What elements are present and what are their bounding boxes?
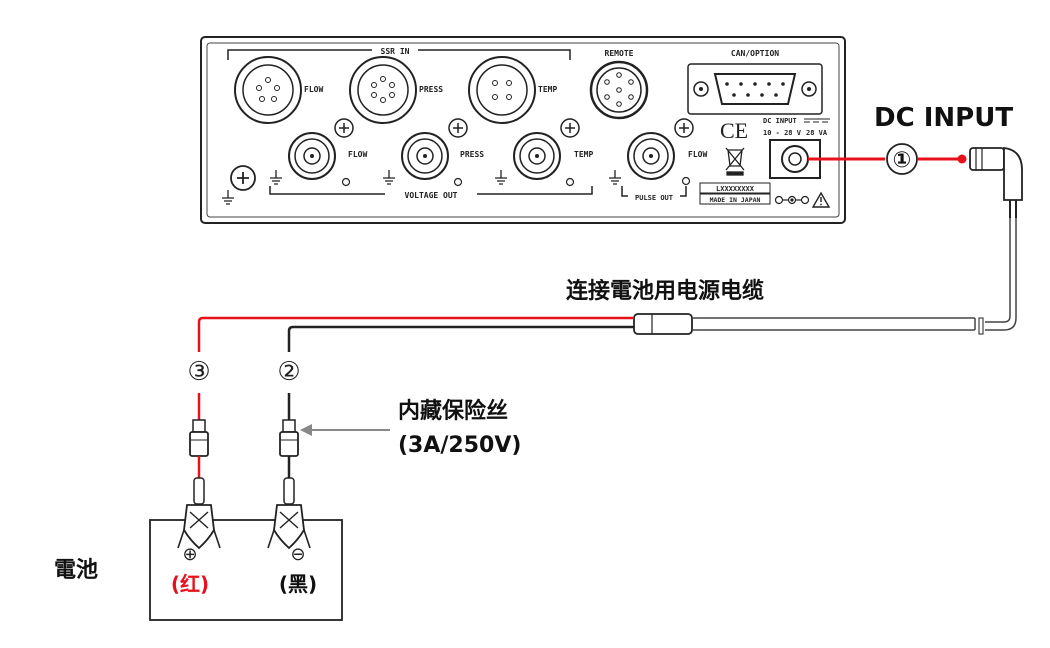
plug-tip	[957, 154, 967, 164]
red-alligator-clip	[177, 477, 221, 550]
battery-label: 電池	[54, 558, 98, 583]
made-in-japan: MADE IN JAPAN	[710, 196, 761, 204]
bnc-temp-label: TEMP	[574, 150, 593, 159]
screw-icon	[560, 118, 580, 138]
connector-flow-label: FLOW	[304, 85, 323, 94]
screw-icon	[448, 118, 468, 138]
ground-icon	[270, 170, 621, 185]
remote-connector	[589, 60, 649, 120]
device-rear-panel: SSR IN FLOW PRESS	[200, 36, 846, 224]
fuse-label: 内藏保险丝	[398, 398, 508, 424]
arrow-left-icon	[300, 424, 312, 436]
battery-box	[149, 519, 343, 621]
bnc-temp-out	[513, 132, 561, 180]
cable-label: 连接電池用电源电缆	[566, 278, 764, 304]
dc-spec-voltage: 10 - 28 V	[763, 129, 802, 137]
minus-terminal-icon: ⊖	[290, 544, 305, 565]
pulse-out-label: PULSE OUT	[635, 194, 673, 202]
ssr-in-label: SSR IN	[381, 47, 410, 56]
dc-plug	[969, 146, 1023, 218]
warning-icon	[811, 191, 831, 208]
remote-label: REMOTE	[605, 49, 634, 58]
bnc-pulse-label: FLOW	[688, 150, 707, 159]
black-wire	[287, 325, 634, 352]
fuse-rating: (3A/250V)	[398, 433, 521, 458]
can-option-label: CAN/OPTION	[731, 49, 779, 58]
minus-color-label: (黑)	[279, 572, 317, 596]
cable-splitter	[633, 313, 700, 335]
black-fuse-holder	[279, 419, 299, 457]
connector-temp-label: TEMP	[538, 85, 557, 94]
marker-3: ③	[187, 357, 210, 387]
bnc-press-out	[401, 132, 449, 180]
plus-color-label: (红)	[171, 572, 209, 596]
connector-temp-in	[468, 56, 536, 124]
connector-press-label: PRESS	[419, 85, 443, 94]
marker-2: ②	[277, 357, 300, 387]
power-cable-inner	[985, 218, 1017, 331]
dc-spec-power: 28 VA	[806, 129, 828, 137]
red-fuse-holder	[189, 419, 209, 457]
black-alligator-clip	[267, 477, 311, 550]
power-cable-outer	[985, 218, 1011, 323]
can-option-port	[687, 63, 823, 115]
serial-number: LXXXXXXXX	[716, 185, 755, 193]
ce-mark: CE	[720, 118, 748, 143]
ground-screw-icon	[222, 165, 256, 205]
polarity-icon	[774, 195, 810, 205]
bnc-press-label: PRESS	[460, 150, 484, 159]
weee-bin-icon	[725, 147, 745, 176]
connector-press-in	[349, 56, 417, 124]
plus-terminal-icon: ⊕	[182, 544, 197, 565]
marker-circle	[886, 143, 918, 175]
screw-icon	[334, 118, 354, 138]
screw-icon	[674, 118, 694, 138]
dc-input-label: DC INPUT	[874, 103, 1013, 133]
red-wire	[197, 316, 634, 352]
connector-flow-in	[234, 56, 302, 124]
bnc-pulse-out	[627, 132, 675, 180]
marker-1: ①	[893, 148, 912, 173]
voltage-out-label: VOLTAGE OUT	[405, 191, 458, 200]
bnc-flow-label: FLOW	[348, 150, 367, 159]
bnc-flow-out	[288, 132, 336, 180]
dc-input-small-label: DC INPUT	[763, 117, 797, 125]
